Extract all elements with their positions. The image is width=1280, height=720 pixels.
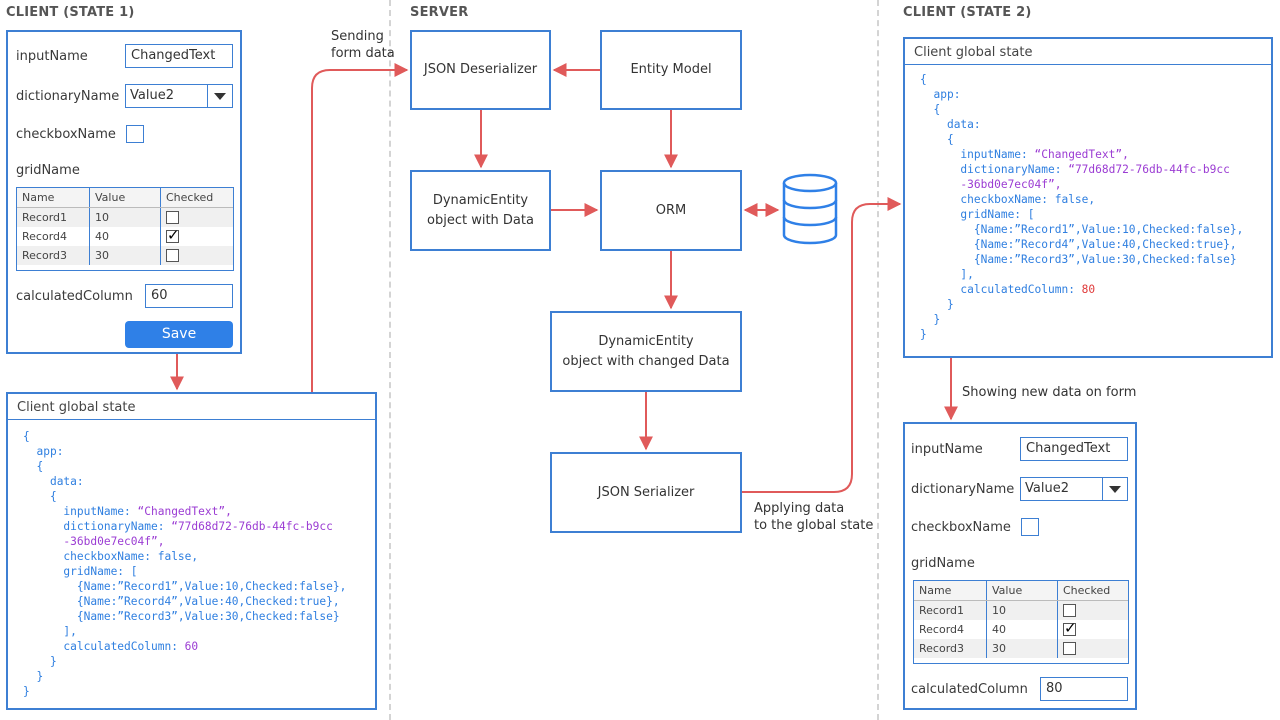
grid-cell-value: 10 [89,207,161,227]
orm-box: ORM [600,170,742,251]
section-title-server: SERVER [410,5,469,20]
dictionary-name-label: dictionaryName [16,89,120,104]
dictionary-name-dropdown[interactable]: Value2 [1020,477,1128,501]
grid-header-value: Value [986,581,1058,601]
calculated-column-field[interactable]: 80 [1040,677,1128,701]
grid-header-name: Name [17,188,90,208]
divider-right [877,0,879,720]
table-row: Record1 10 [17,207,233,227]
state-json-code: { app: { data: { inputName: “ChangedText… [920,73,1244,341]
database-icon [782,173,838,245]
grid-cell-name: Record1 [17,207,90,227]
grid-row-checkbox[interactable] [1063,604,1076,618]
grid-cell-name: Record1 [914,600,987,620]
calculated-column-label: calculatedColumn [911,682,1028,697]
grid-cell-value: 40 [89,227,161,246]
grid-cell-name: Record3 [17,246,90,265]
checkbox-name-label: checkboxName [16,127,116,142]
grid-cell-value: 30 [986,639,1058,658]
arrow-serializer-to-state2 [742,197,902,493]
client-global-state-title: Client global state [905,39,1271,65]
grid-row-checkbox[interactable] [166,211,179,225]
grid-header-checked: Checked [1057,581,1128,601]
grid-header-checked: Checked [160,188,233,208]
grid-row-checkbox[interactable] [166,249,179,263]
checkbox-name-checkbox[interactable] [126,125,144,143]
entity-model-box: Entity Model [600,30,742,110]
state-json-code: { app: { data: { inputName: “ChangedText… [23,430,347,698]
input-name-field[interactable]: ChangedText [125,44,233,68]
grid-name-label: gridName [16,163,80,178]
grid-header-value: Value [89,188,161,208]
table-row: Record3 30 [17,246,233,265]
calculated-column-field[interactable]: 60 [145,284,233,308]
table-row: Record4 40 [17,226,233,246]
table-row: Record4 40 [914,619,1128,639]
dictionary-name-value: Value2 [130,88,174,103]
grid-row-checkbox[interactable] [1063,619,1077,637]
chevron-down-icon[interactable] [1102,478,1127,500]
table-row: Record1 10 [914,600,1128,620]
grid-cell-value: 40 [986,620,1058,639]
table-row: Record3 30 [914,639,1128,658]
dictionary-name-value: Value2 [1025,481,1069,496]
checkbox-name-checkbox[interactable] [1021,518,1039,536]
grid-cell-name: Record4 [914,620,987,639]
section-title-client-state-2: CLIENT (STATE 2) [903,5,1032,20]
chevron-down-icon[interactable] [207,85,232,107]
grid-cell-name: Record3 [914,639,987,658]
client-global-state-title: Client global state [8,394,375,420]
input-name-label: inputName [911,442,983,457]
grid-name-label: gridName [911,556,975,571]
calculated-column-label: calculatedColumn [16,289,133,304]
grid-cell-value: 10 [986,600,1058,620]
grid-cell-name: Record4 [17,227,90,246]
client-global-state-panel-2: Client global state { app: { data: { inp… [903,37,1273,358]
grid-row-checkbox[interactable] [166,226,180,244]
form-panel-state-1: inputName ChangedText dictionaryName Val… [6,30,242,354]
save-button[interactable]: Save [125,321,233,348]
grid-row-checkbox[interactable] [1063,642,1076,656]
grid-header-name: Name [914,581,987,601]
divider-left [389,0,391,720]
grid-cell-value: 30 [89,246,161,265]
showing-new-data-note: Showing new data on form [962,385,1137,400]
grid-name-table: Name Value Checked Record1 10 Record4 40… [913,580,1129,664]
grid-name-table: Name Value Checked Record1 10 Record4 40… [16,187,234,271]
checkbox-name-label: checkboxName [911,520,1011,535]
dictionary-name-dropdown[interactable]: Value2 [125,84,233,108]
input-name-field[interactable]: ChangedText [1020,437,1128,461]
input-name-label: inputName [16,49,88,64]
arrow-state-to-deserializer [311,63,409,392]
json-deserializer-box: JSON Deserializer [410,30,551,110]
json-serializer-box: JSON Serializer [550,452,742,533]
client-global-state-panel-1: Client global state { app: { data: { inp… [6,392,377,710]
form-panel-state-2: inputName ChangedText dictionaryName Val… [903,422,1137,710]
dictionary-name-label: dictionaryName [911,482,1015,497]
section-title-client-state-1: CLIENT (STATE 1) [6,5,135,20]
